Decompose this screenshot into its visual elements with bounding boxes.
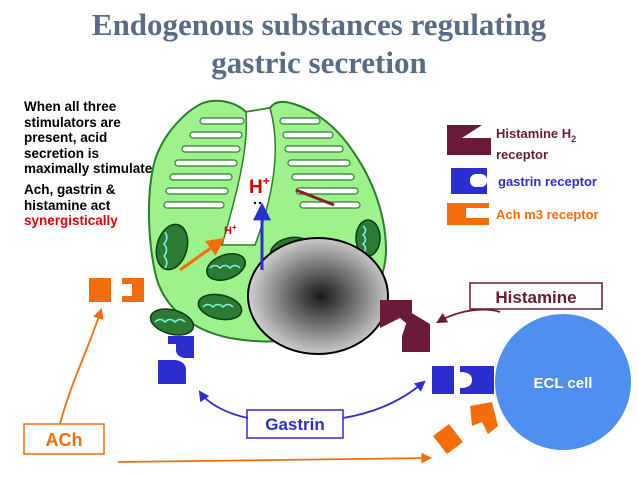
title-line-1: Endogenous substances regulating: [91, 7, 547, 42]
ach-label: ACh: [46, 430, 83, 450]
histamine-receptor-parietal: [380, 300, 430, 352]
gastrin-to-ecl-arrow: [342, 380, 426, 419]
ach-receptor-ecl: [433, 402, 498, 454]
nucleus: [247, 237, 389, 355]
proton-orange-arrow: [179, 237, 225, 272]
histamine-red-line: [295, 188, 335, 207]
ach-to-parietal-arrow: [59, 307, 104, 425]
ach-receptor-parietal: [89, 278, 144, 302]
microvilli: [163, 117, 361, 209]
ecl-cell-label: ECL cell: [534, 375, 593, 392]
proton-small-label: H+: [224, 223, 237, 237]
histamine-box: [469, 282, 603, 310]
legend-histamine-receptor-label-2: receptor: [496, 147, 548, 162]
parietal-cell: [147, 99, 389, 355]
legend-ach-receptor-label: Ach m3 receptor: [496, 207, 599, 222]
legend-histamine-receptor-label: Histamine H2: [496, 126, 576, 144]
legend-gastrin-receptor-label: gastrin receptor: [498, 174, 597, 189]
legend: Histamine H2 receptor gastrin receptor A…: [447, 125, 599, 225]
note-synergistically: synergistically: [24, 213, 118, 229]
histamine-label: Histamine: [495, 288, 576, 307]
proton-large-label: H+: [249, 174, 270, 198]
explanation-text: When all three stimulators are present, …: [24, 99, 164, 234]
gastrin-label: Gastrin: [265, 415, 325, 434]
ach-box: [23, 423, 105, 455]
gastrin-to-parietal-arrow: [198, 390, 249, 419]
gastrin-box: [246, 409, 344, 439]
histamine-to-parietal-arrow: [436, 308, 501, 324]
ach-to-ecl-arrow: [117, 452, 433, 464]
gastrin-receptor-parietal: [158, 336, 194, 384]
page-title: Endogenous substances regulating gastric…: [0, 6, 638, 82]
title-line-2: gastric secretion: [211, 45, 427, 80]
ecl-cell: [495, 314, 631, 450]
note-synergy-text: Ach, gastrin & histamine act: [24, 181, 116, 213]
gastrin-receptor-ecl: [432, 366, 494, 394]
note-maximal-stimulation: When all three stimulators are present, …: [24, 99, 161, 177]
